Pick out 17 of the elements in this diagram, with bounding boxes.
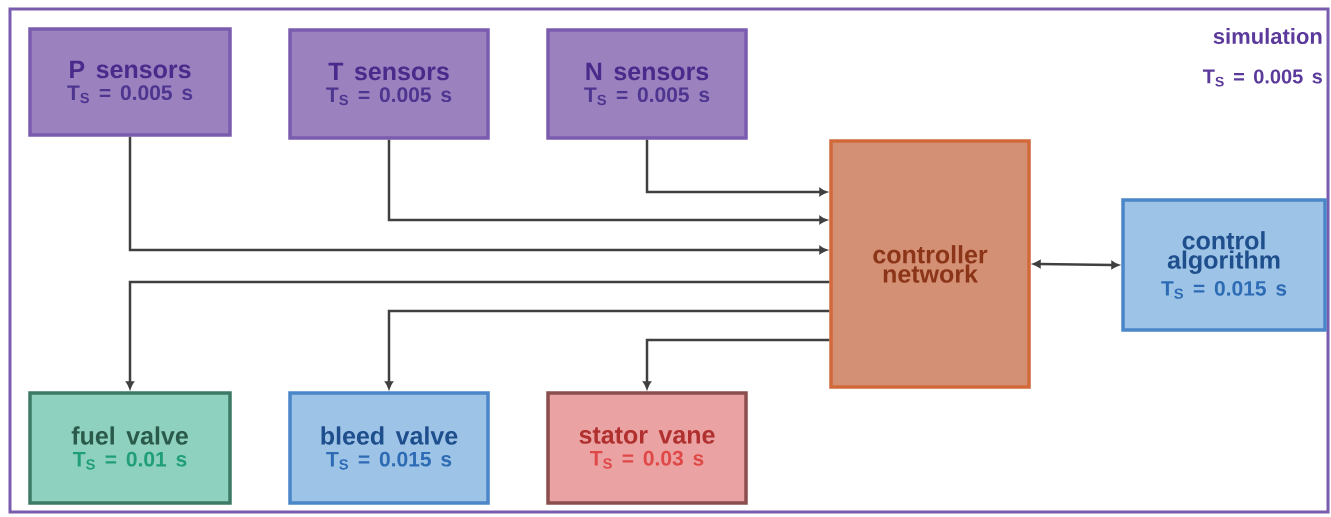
arrow — [1032, 260, 1120, 269]
arrow — [385, 309, 830, 390]
sensor-box: T sensors T$_{S}$ = 0.005 s — [288, 28, 490, 140]
actuator-box: fuel valve T$_{S}$ = 0.01 s — [28, 391, 232, 505]
algorithm-box: control algorithm T$_{S}$ = 0.015 s — [1121, 198, 1327, 332]
sensor-box: P sensors T$_{S}$ = 0.005 s — [28, 27, 232, 137]
arrow — [645, 139, 828, 196]
controller-box: controller network — [829, 139, 1031, 389]
arrow — [128, 136, 828, 254]
actuator-box: stator vane T$_{S}$ = 0.03 s — [546, 391, 748, 505]
actuator-box: bleed valve T$_{S}$ = 0.015 s — [288, 391, 490, 505]
sensor-box: N sensors T$_{S}$ = 0.005 s — [546, 28, 748, 140]
arrow — [387, 139, 828, 224]
heading: simulation — [1213, 27, 1322, 45]
arrow — [126, 280, 830, 390]
arrow — [643, 338, 830, 390]
sample-time: T$_{S}$ = 0.005 s — [1202, 69, 1322, 87]
